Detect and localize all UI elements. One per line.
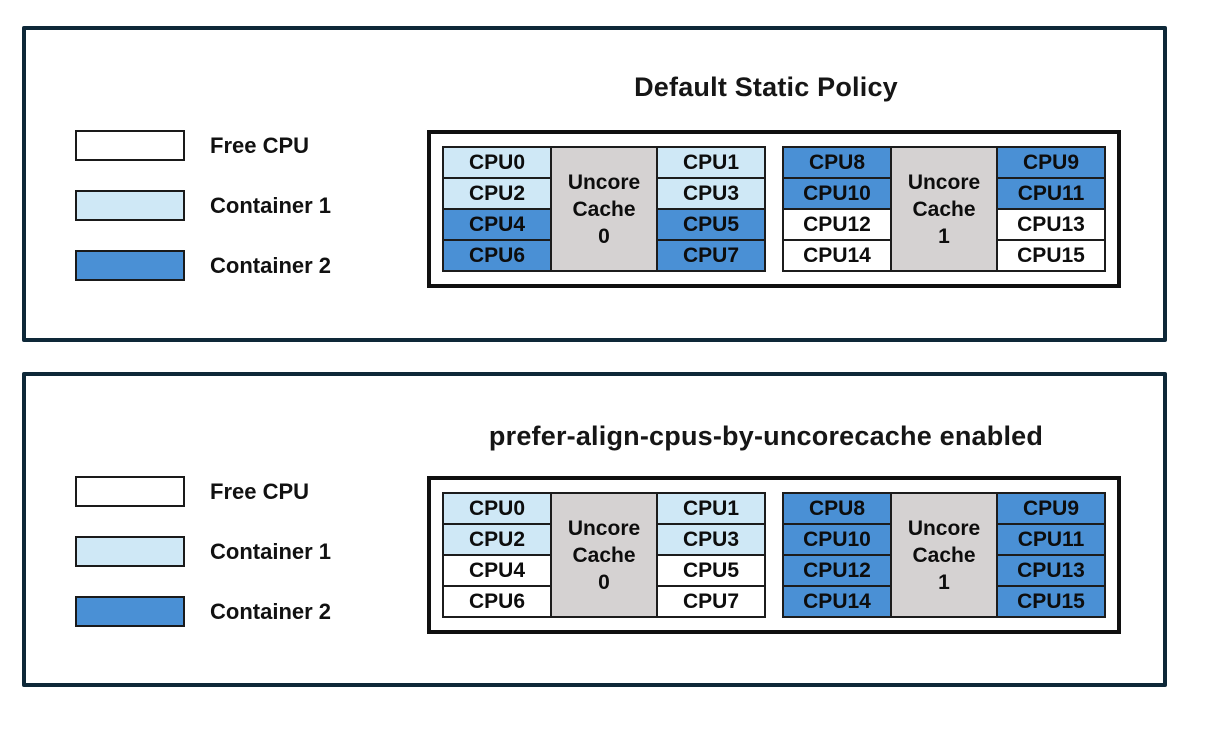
cpu-cell: CPU8 [782,146,892,179]
uncore-cache-box: Uncore Cache 1 [890,492,998,618]
legend-label: Free CPU [210,132,310,158]
cpu-column: CPU0 CPU2 CPU4 CPU6 [442,492,552,618]
cpu-cell: CPU13 [996,554,1106,587]
cpu-cell: CPU5 [656,554,766,587]
uncore-cache-label-line: Uncore [907,516,981,540]
cpu-cell: CPU1 [656,146,766,179]
uncore-cache-box: Uncore Cache 0 [550,146,658,272]
cpu-cell: CPU6 [442,585,552,618]
cpu-cell: CPU9 [996,146,1106,179]
cpu-cell: CPU6 [442,239,552,272]
legend-swatch [75,190,185,221]
panel-title: Default Static Policy [634,72,898,102]
legend-swatch [75,250,185,281]
legend-item-container-2: Container 2 [75,596,331,627]
cpu-topology-diagram: CPU0 CPU2 CPU4 CPU6 Uncore Cache 0 CPU1 … [427,130,1121,288]
cpu-cell: CPU5 [656,208,766,241]
cpu-cell: CPU7 [656,239,766,272]
uncore-cache-label-line: 0 [598,570,610,594]
cpu-cell: CPU0 [442,492,552,525]
legend-swatch [75,476,185,507]
cpu-cell: CPU13 [996,208,1106,241]
uncore-cache-box: Uncore Cache 1 [890,146,998,272]
cpu-cell: CPU7 [656,585,766,618]
legend-label: Container 1 [210,192,332,218]
legend-item-container-1: Container 1 [75,190,331,221]
legend-label: Container 1 [210,538,332,564]
cpu-cell: CPU10 [782,523,892,556]
legend-label: Container 2 [210,252,332,278]
cpu-topology-diagram: CPU0 CPU2 CPU4 CPU6 Uncore Cache 0 CPU1 … [427,476,1121,634]
uncore-cache-label-line: 1 [938,570,950,594]
legend-swatch [75,536,185,567]
uncore-cache-label-line: Uncore [567,516,641,540]
cpu-cell: CPU3 [656,523,766,556]
legend-item-container-2: Container 2 [75,250,331,281]
legend-label: Free CPU [210,478,310,504]
uncore-cache-1-group: CPU8 CPU10 CPU12 CPU14 Uncore Cache 1 CP… [782,492,1106,618]
cpu-column: CPU8 CPU10 CPU12 CPU14 [782,146,892,272]
cpu-column: CPU8 CPU10 CPU12 CPU14 [782,492,892,618]
uncore-cache-label-line: Cache [912,543,976,567]
cpu-cell: CPU2 [442,523,552,556]
legend-swatch [75,130,185,161]
legend: Free CPU Container 1 Container 2 [75,130,331,310]
uncore-cache-0-group: CPU0 CPU2 CPU4 CPU6 Uncore Cache 0 CPU1 … [442,492,766,618]
cpu-cell: CPU4 [442,554,552,587]
legend-label: Container 2 [210,598,332,624]
uncore-cache-box: Uncore Cache 0 [550,492,658,618]
cpu-column: CPU1 CPU3 CPU5 CPU7 [656,146,766,272]
cpu-cell: CPU11 [996,177,1106,210]
cpu-column: CPU9 CPU11 CPU13 CPU15 [996,146,1106,272]
uncore-cache-1-group: CPU8 CPU10 CPU12 CPU14 Uncore Cache 1 CP… [782,146,1106,272]
cpu-cell: CPU2 [442,177,552,210]
uncore-cache-label-line: Cache [572,543,636,567]
cpu-column: CPU1 CPU3 CPU5 CPU7 [656,492,766,618]
cpu-cell: CPU9 [996,492,1106,525]
cpu-cell: CPU1 [656,492,766,525]
panel-prefer-align-cpus-by-uncorecache: prefer-align-cpus-by-uncorecache enabled… [22,372,1167,687]
uncore-cache-label-line: Uncore [907,170,981,194]
panel-default-static-policy: Default Static Policy Free CPU Container… [22,26,1167,342]
uncore-cache-label-line: Cache [912,197,976,221]
cpu-cell: CPU15 [996,239,1106,272]
legend: Free CPU Container 1 Container 2 [75,476,331,656]
uncore-cache-label-line: Cache [572,197,636,221]
legend-swatch [75,596,185,627]
cpu-cell: CPU0 [442,146,552,179]
cpu-column: CPU9 CPU11 CPU13 CPU15 [996,492,1106,618]
legend-item-free-cpu: Free CPU [75,476,331,507]
uncore-cache-label-line: 0 [598,224,610,248]
cpu-cell: CPU15 [996,585,1106,618]
cpu-column: CPU0 CPU2 CPU4 CPU6 [442,146,552,272]
panel-title: prefer-align-cpus-by-uncorecache enabled [488,421,1044,451]
cpu-cell: CPU3 [656,177,766,210]
cpu-cell: CPU8 [782,492,892,525]
cpu-cell: CPU12 [782,208,892,241]
cpu-cell: CPU11 [996,523,1106,556]
cpu-cell: CPU14 [782,239,892,272]
uncore-cache-label-line: Uncore [567,170,641,194]
cpu-cell: CPU4 [442,208,552,241]
cpu-cell: CPU10 [782,177,892,210]
cpu-cell: CPU12 [782,554,892,587]
cpu-cell: CPU14 [782,585,892,618]
legend-item-container-1: Container 1 [75,536,331,567]
legend-item-free-cpu: Free CPU [75,130,331,161]
uncore-cache-0-group: CPU0 CPU2 CPU4 CPU6 Uncore Cache 0 CPU1 … [442,146,766,272]
uncore-cache-label-line: 1 [938,224,950,248]
